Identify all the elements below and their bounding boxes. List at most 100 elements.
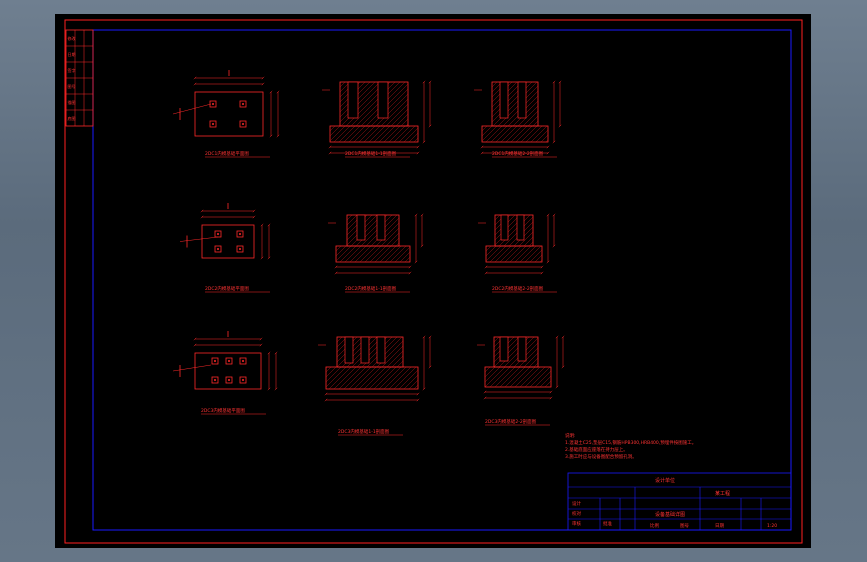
section-2dc1-2-2 [474,80,622,155]
hatch-line [336,246,337,247]
title-block: 设计单位 某工程 设备基础详图 设计 校对 审核 批准 比例 图号 日期 1:2… [567,472,792,531]
hatch-line [556,126,572,142]
hatch-line [364,246,382,262]
drawing-viewport[interactable]: 修改日期签字图号描图底图 2DC1内模基础平面图 2DC2内模基础平面图 2DC… [55,14,811,548]
hatch-line [419,126,435,142]
bolt-pocket [517,336,527,362]
hatch-line [530,126,548,142]
dimension-tick [558,124,562,128]
section-2dc2-1-1 [328,213,436,275]
section-2dc1-1-1 [322,80,470,155]
section-2dc2-2-2 [478,213,575,275]
hatch-line [515,126,533,142]
hatch-line [363,126,381,142]
hatch-line [416,82,460,126]
hatch-line [495,215,496,216]
notes-title: 说明: [565,432,576,439]
dimension-tick [546,260,550,264]
hatch-line [337,337,343,343]
hatch-line [412,337,442,367]
hatch-line [522,110,538,126]
hatch-line [544,215,575,246]
dimension-tick [408,265,412,269]
hatch-line [426,82,470,126]
hatch-line [527,115,538,126]
bolt-pocket [499,336,509,362]
hatch-line [498,215,531,246]
dimension-tick [193,76,197,80]
hatch-line [494,337,495,338]
hatch-line [340,82,351,93]
hatch-line [371,337,403,367]
hatch-line [337,337,348,348]
hatch-line [578,82,622,126]
hatch-line [420,246,436,262]
bolt-hole [211,357,219,365]
hatch-line [573,82,617,126]
hatch-line [514,367,536,387]
hatch-line [340,82,366,108]
hatch-line [386,350,403,367]
dimension-tick [552,213,556,217]
hatch-line [336,246,347,257]
hatch-line [434,367,456,389]
notes-line-2: 2.基础底面应座落在持力层上。 [565,446,628,453]
dimension-tick [324,392,328,396]
dimension-tick [260,223,264,227]
hatch-line [489,367,511,387]
hatch-line [485,367,496,378]
dimension-tick [259,337,263,341]
dimension-tick [480,151,484,155]
dimension-tick [193,337,197,341]
dimension-tick [328,151,332,155]
dimension-tick [193,343,197,347]
dimension-tick [252,209,256,213]
bolt-hole [225,357,233,365]
section-caption-4: 2DC2内模基础2-2剖面图 [492,285,544,292]
dimension-tick [540,271,544,275]
bolt-center [217,233,219,235]
hatch-line [360,215,393,246]
hatch-line [333,367,357,389]
bolt-hole [239,100,247,108]
revision-strip-cell: 图号 [68,83,76,89]
hatch-pattern [494,337,538,367]
plan-view-2dc2 [179,203,271,260]
hatch-line [518,231,533,246]
hatch-line [485,367,486,368]
hatch-line [492,82,498,88]
hatch-line [485,126,503,142]
hatch-line [482,126,488,132]
hatch-line [543,82,587,126]
dimension-tick [484,265,488,269]
hatch-line [518,347,538,367]
hatch-line [348,126,366,142]
dimension-tick [420,244,424,248]
hatch-line [358,367,382,389]
hatch-line [485,367,501,383]
section-2dc3-2-2 [477,335,565,400]
hatch-pattern [340,82,470,126]
hatch-line [359,246,377,262]
hatch-line [505,126,523,142]
hatch-line [520,126,538,142]
hatch-line [421,82,465,126]
title-company: 设计单位 [655,477,675,484]
hatch-line [422,337,452,367]
section-caption-5: 2DC3内模基础1-1剖面图 [338,428,390,435]
hatch-line [393,126,411,142]
dimension-tick [276,134,280,138]
hatch-line [388,367,412,389]
hatch-line [492,82,518,108]
hatch-line [326,367,327,368]
hatch-line [485,367,491,373]
bolt-hole [239,357,247,365]
hatch-line [378,126,396,142]
hatch-line [401,365,403,367]
hatch-line [486,246,497,257]
hatch-pattern [492,82,622,126]
dimension-tick [540,265,544,269]
dimension-tick [200,215,204,219]
hatch-line [529,367,551,387]
section-caption-6: 2DC3内模基础2-2剖面图 [485,418,537,425]
